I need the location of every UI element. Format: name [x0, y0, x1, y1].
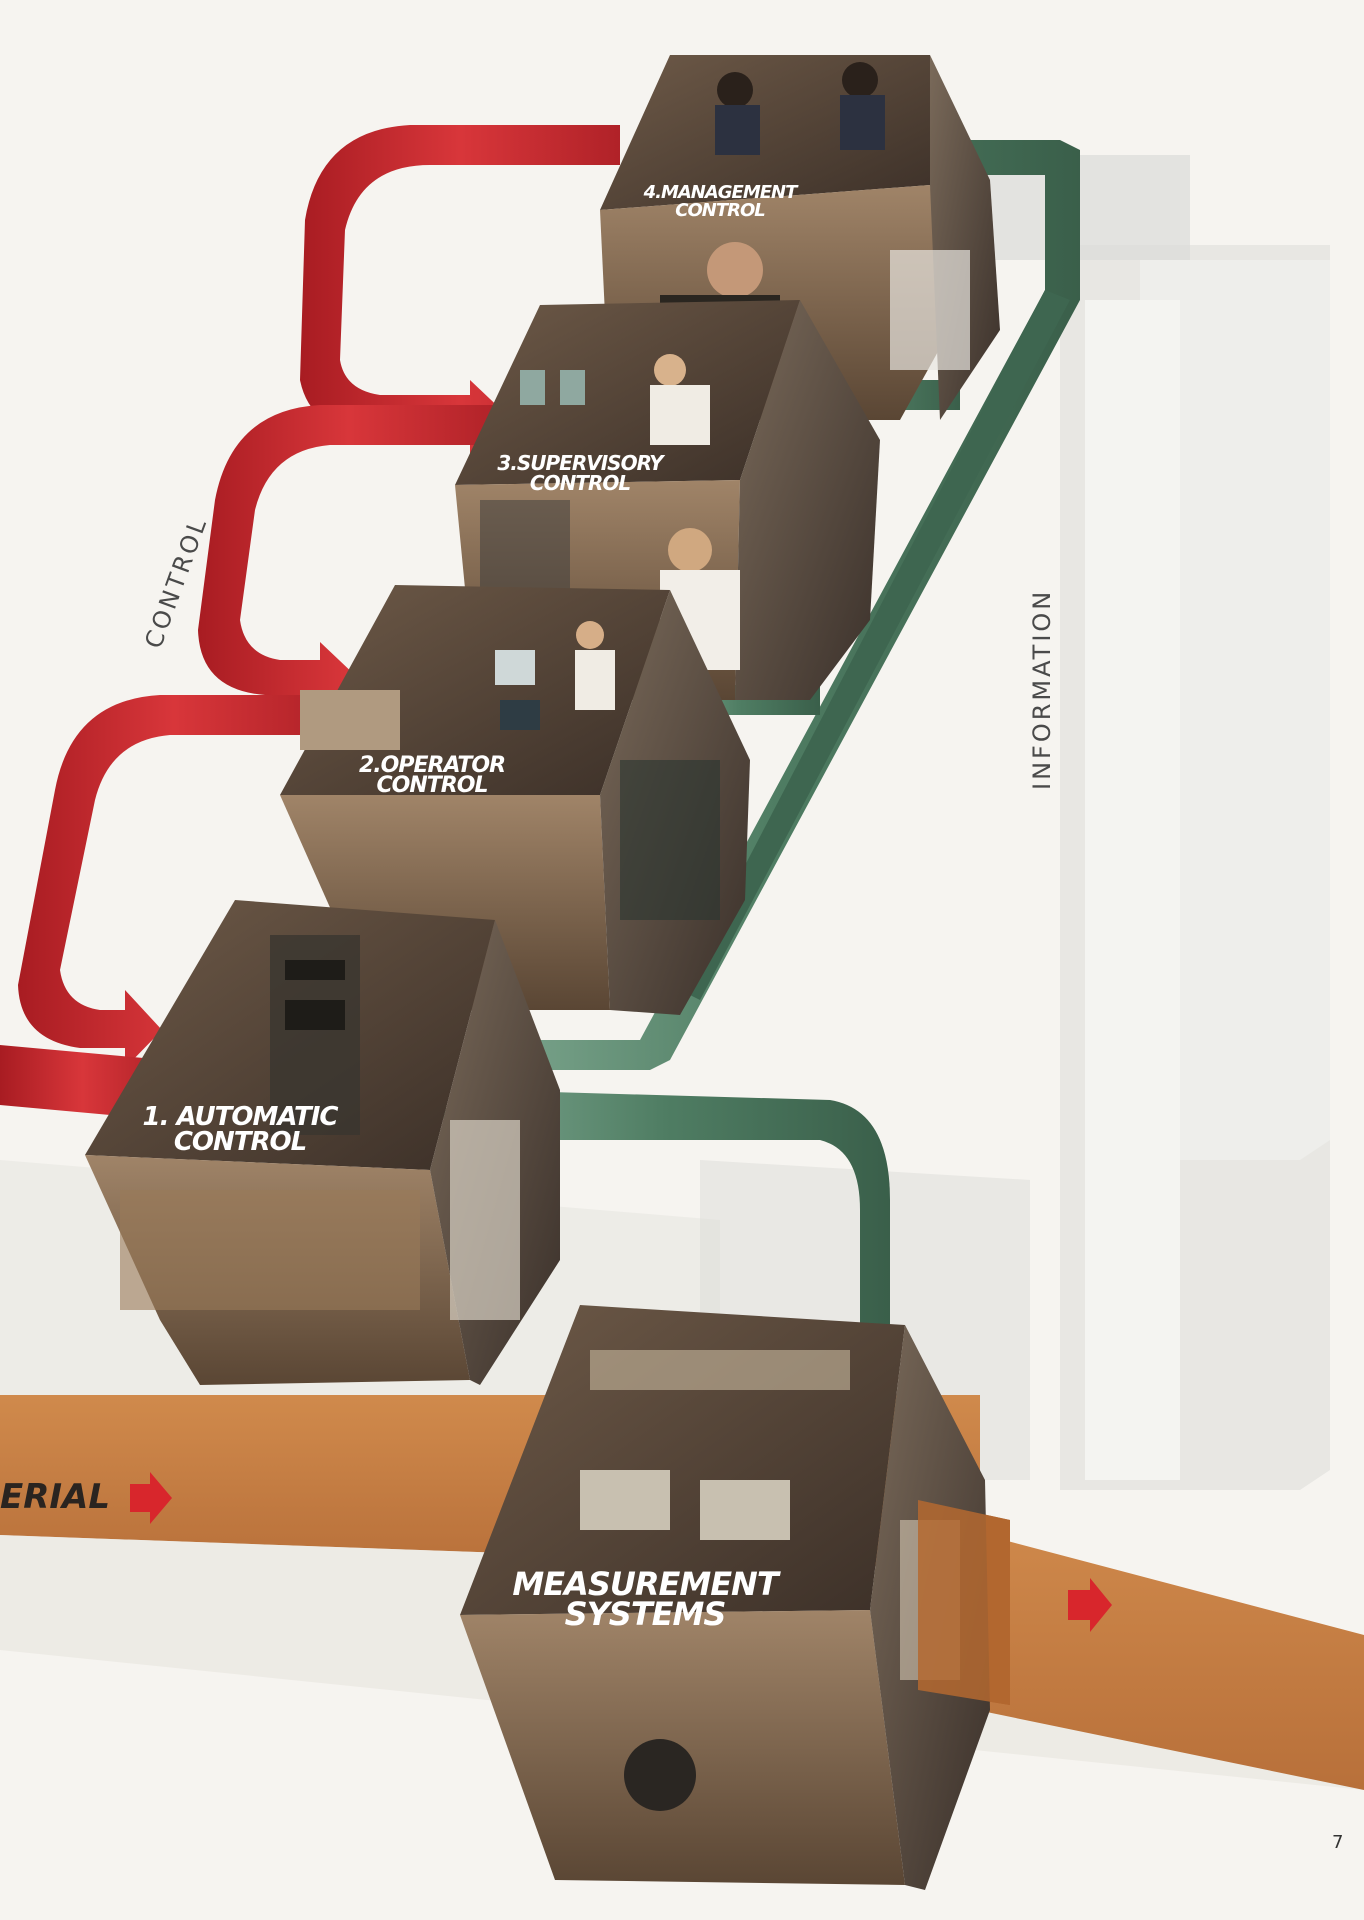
page-number: 7: [1332, 1832, 1343, 1853]
cube-3-label-line2: CONTROL: [530, 471, 630, 495]
material-band-front: [918, 1500, 1010, 1705]
material-arrow-right: [1068, 1578, 1112, 1632]
material-arrow-left: [130, 1472, 172, 1524]
cube-automatic-control: 1. AUTOMATIC CONTROL: [85, 900, 560, 1385]
measurement-label-line2: SYSTEMS: [565, 1595, 726, 1633]
material-label: ERIAL: [0, 1477, 110, 1517]
cube-1-label-line2: CONTROL: [174, 1127, 306, 1157]
cube-2-label-line2: CONTROL: [377, 773, 488, 798]
information-label: INFORMATION: [1028, 589, 1056, 790]
cube-measurement-systems: MEASUREMENT SYSTEMS: [460, 1305, 990, 1890]
cube-2-label-line1: 2.OPERATOR: [359, 753, 505, 778]
cube-4-label-line2: CONTROL: [675, 200, 765, 221]
cube-1-label-line1: 1. AUTOMATIC: [143, 1102, 339, 1132]
cube-4-label-line1: 4.MANAGEMENT: [643, 182, 800, 203]
cube-3-label-line1: 3.SUPERVISORY: [497, 451, 666, 475]
measurement-label-line1: MEASUREMENT: [512, 1565, 780, 1603]
